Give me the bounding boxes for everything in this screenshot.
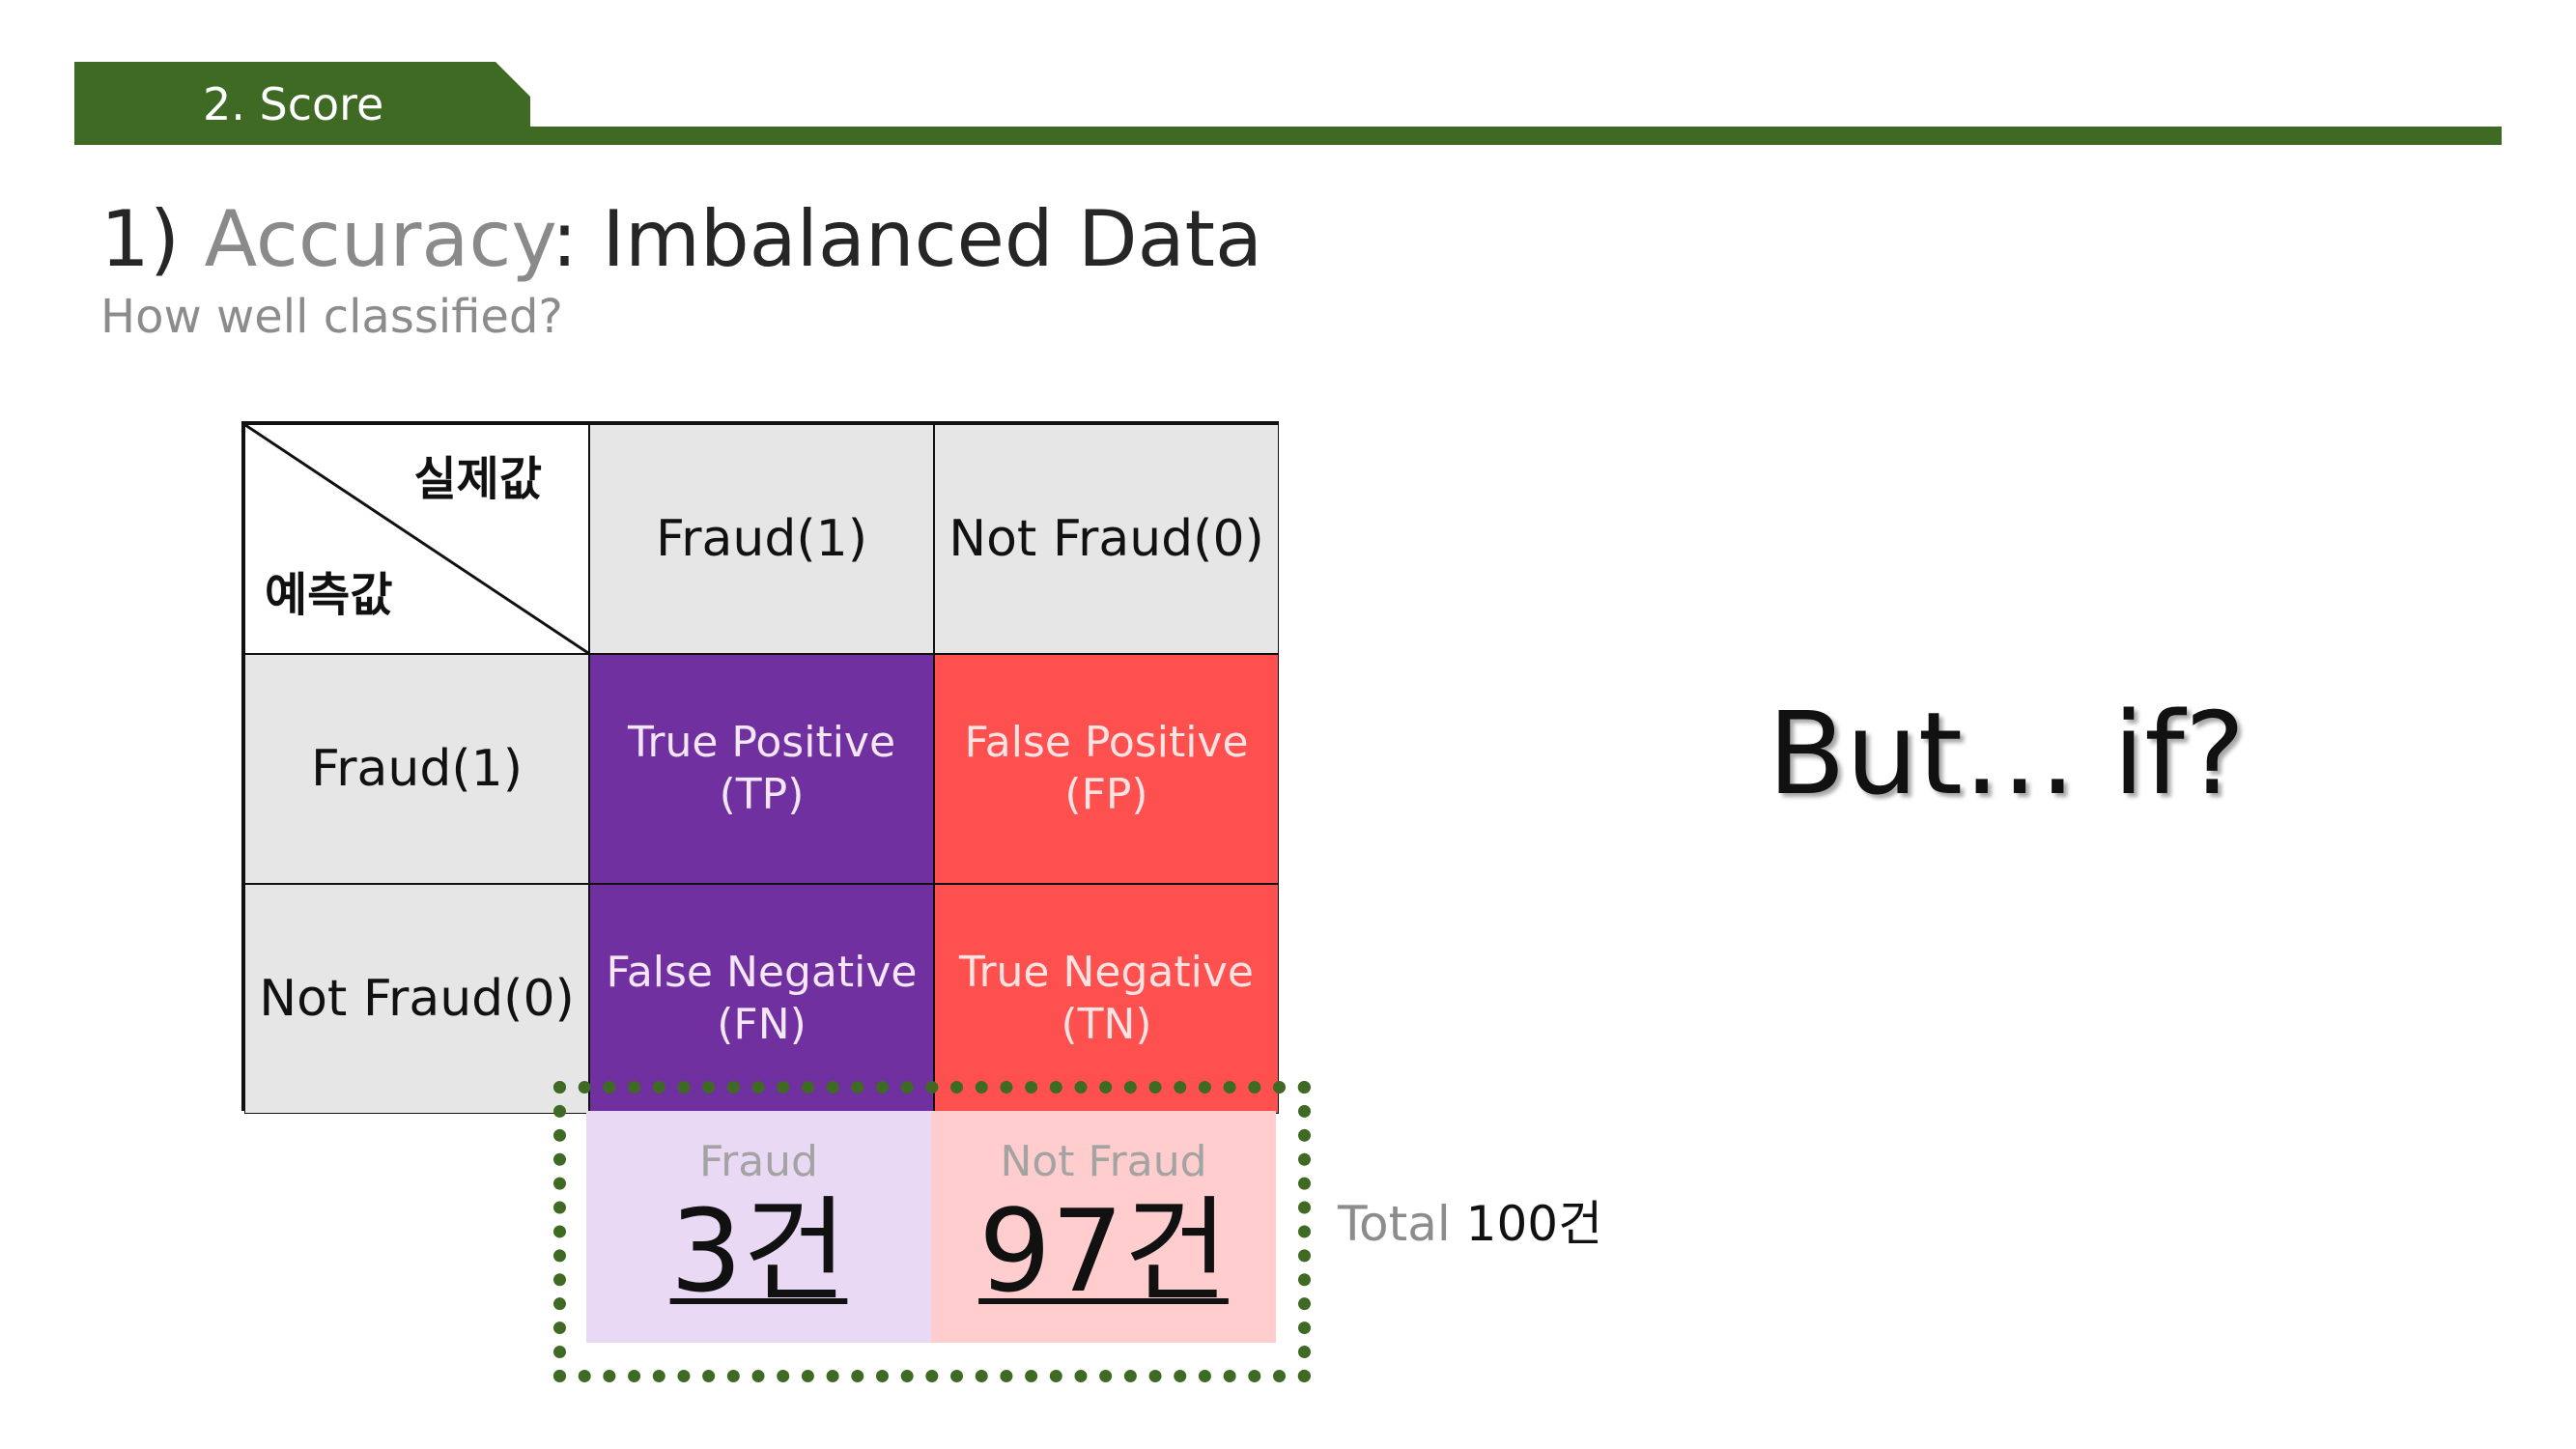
cell-false-negative: False Negative (FN) [589,884,934,1114]
diagonal-line [245,425,588,653]
row-header-label: Fraud(1) [311,740,523,798]
cell-fn-line2: (FN) [717,1000,807,1049]
fraud-count-box: Fraud 3건 [586,1111,931,1343]
cell-fp-line2: (FP) [1064,770,1148,819]
col-header-label: Not Fraud(0) [948,510,1264,568]
cell-true-positive: True Positive (TP) [589,654,934,884]
total-label: Total [1338,1196,1466,1252]
matrix-corner-cell: 실제값 예측값 [244,424,589,654]
cell-tn-line2: (TN) [1061,1000,1152,1049]
col-header-fraud: Fraud(1) [589,424,934,654]
corner-label-actual: 실제값 [413,452,542,506]
title-rest: : Imbalanced Data [551,194,1263,284]
fraud-count-label: Fraud [699,1137,818,1186]
section-tab-label: 2. Score [203,78,384,130]
slide-subtitle: How well classified? [100,290,563,344]
not-fraud-count-label: Not Fraud [1000,1137,1207,1186]
callout-text: But… if? [1768,687,2246,820]
cell-tp-line2: (TP) [719,770,805,819]
cell-fn-line1: False Negative [606,948,918,997]
slide-title: 1) Accuracy: Imbalanced Data [100,191,1262,288]
title-number: 1) [100,194,205,284]
cell-true-negative: True Negative (TN) [934,884,1279,1114]
row-header-label: Not Fraud(0) [259,970,575,1028]
cell-tp-line1: True Positive [627,718,896,767]
highlight-dashed-frame [553,1081,1311,1382]
cell-tn-line1: True Negative [959,948,1254,997]
cell-fp-line1: False Positive [964,718,1249,767]
confusion-matrix: 실제값 예측값 Fraud(1) Not Fraud(0) Fraud(1) N… [241,421,1279,1114]
section-divider [529,127,2502,145]
row-header-not-fraud: Not Fraud(0) [244,884,589,1114]
title-accent: Accuracy [204,194,552,284]
not-fraud-count-box: Not Fraud 97건 [931,1111,1276,1343]
total-count: Total 100건 [1338,1194,1602,1254]
corner-label-predicted: 예측값 [265,568,393,622]
col-header-label: Fraud(1) [656,510,867,568]
fraud-count-value: 3건 [669,1184,848,1318]
section-tab [74,62,530,145]
col-header-not-fraud: Not Fraud(0) [934,424,1279,654]
not-fraud-count-value: 97건 [978,1184,1229,1318]
cell-false-positive: False Positive (FP) [934,654,1279,884]
total-value: 100건 [1465,1196,1603,1252]
row-header-fraud: Fraud(1) [244,654,589,884]
